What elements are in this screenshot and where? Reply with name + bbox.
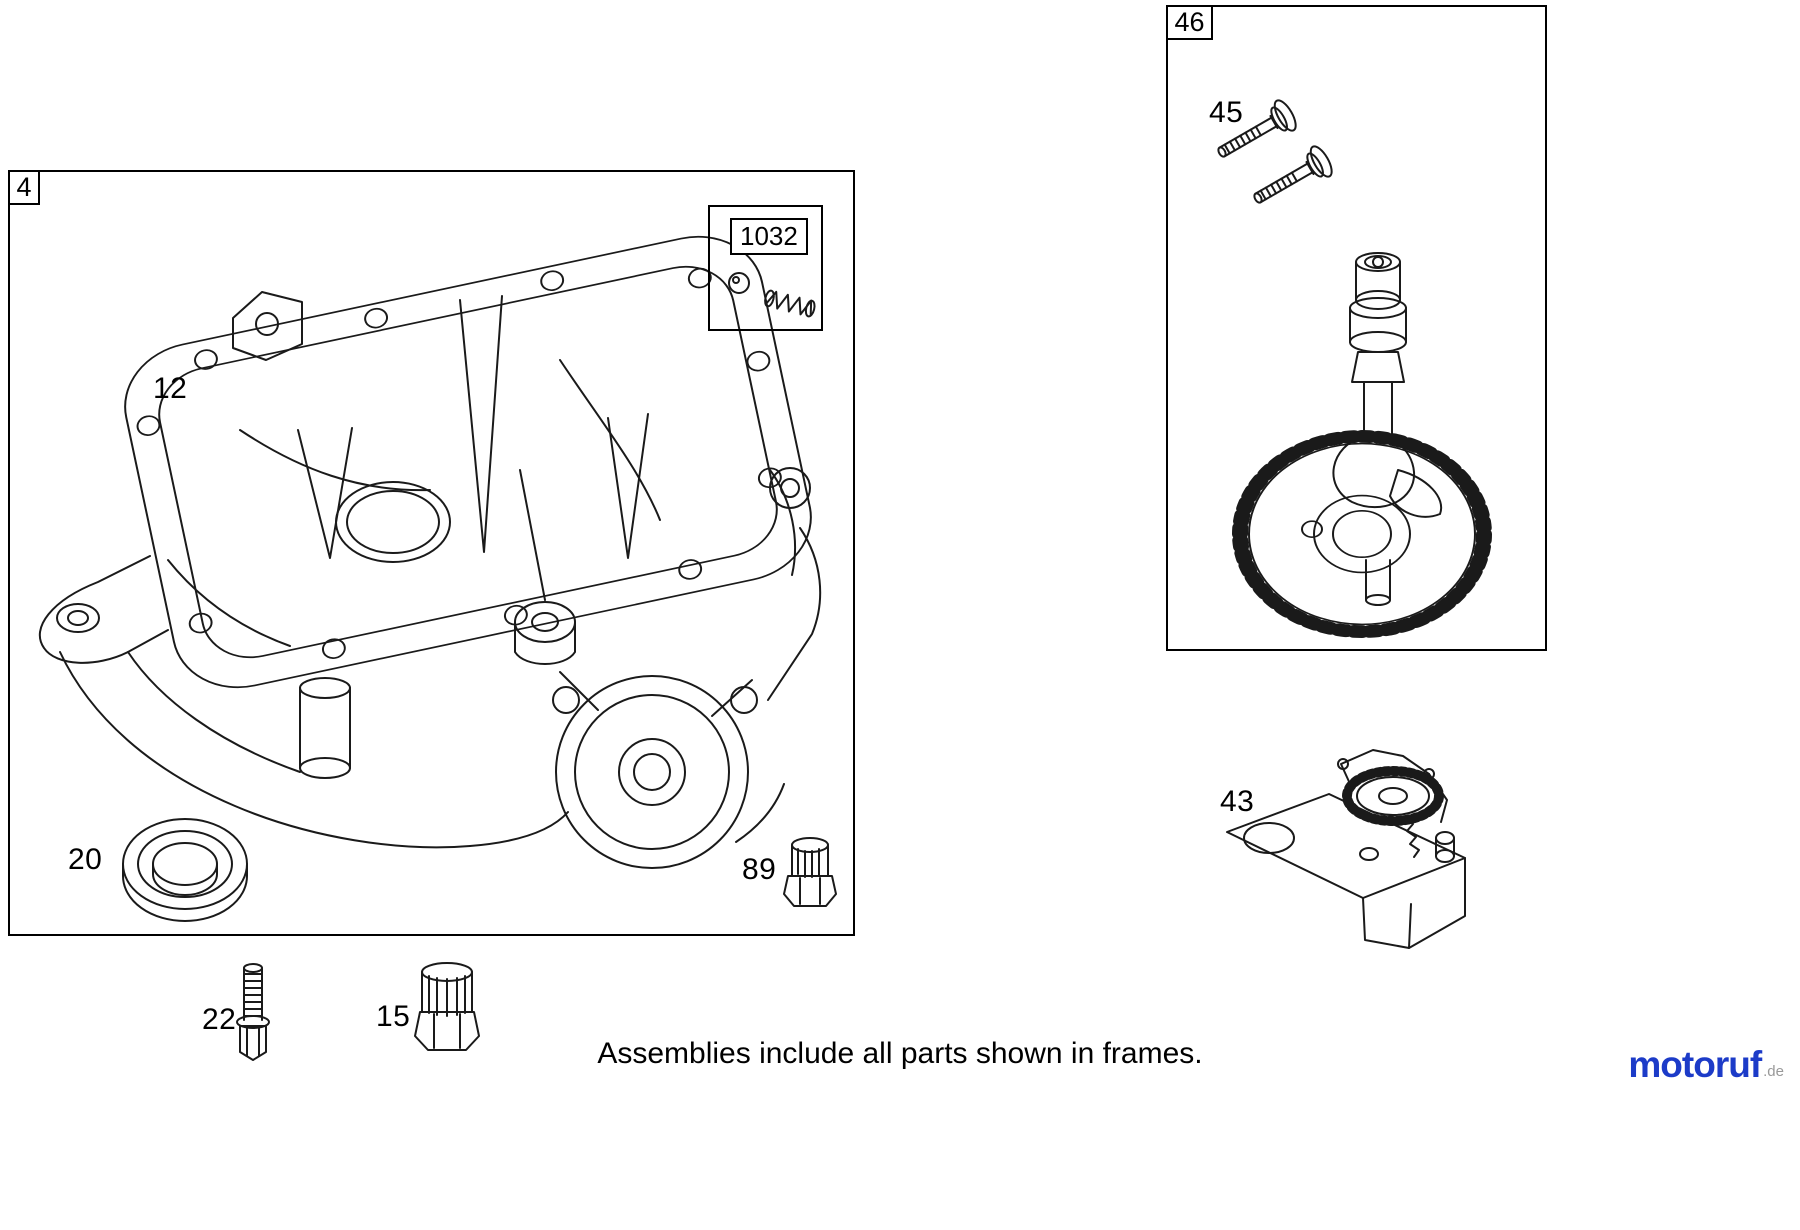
frame-sump-assembly: 4 xyxy=(8,170,855,936)
sump-gasket-drawing xyxy=(124,235,812,689)
screw-22-drawing xyxy=(236,963,270,1061)
kit-1032-box: 1032 xyxy=(708,205,823,331)
part-label-cam-screws: 45 xyxy=(1209,96,1244,129)
plug-15-drawing xyxy=(414,962,480,1051)
part-label-gasket: 12 xyxy=(153,372,188,405)
frame-camshaft-label: 46 xyxy=(1168,7,1213,40)
oil-seal-drawing xyxy=(122,818,248,922)
kit-1032-parts-drawing xyxy=(728,272,816,318)
kit-1032-label: 1032 xyxy=(730,218,808,255)
motoruf-logo[interactable]: motoruf .de xyxy=(1628,1046,1784,1083)
governor-43-drawing xyxy=(1226,749,1466,949)
part-label-governor: 43 xyxy=(1220,785,1255,818)
camshaft-drawing xyxy=(1232,252,1492,639)
part-label-seal: 20 xyxy=(68,843,103,876)
frame-camshaft-assembly: 46 xyxy=(1166,5,1547,651)
part-label-screw: 22 xyxy=(202,1003,237,1036)
motoruf-logo-text[interactable]: motoruf xyxy=(1628,1044,1762,1085)
sump-body-drawing xyxy=(38,291,822,869)
part-label-plug: 15 xyxy=(376,1000,411,1033)
drain-plug-89-drawing xyxy=(783,837,837,907)
assemblies-note: Assemblies include all parts shown in fr… xyxy=(597,1037,1203,1070)
frame-sump-label: 4 xyxy=(10,172,40,205)
part-label-drain-plug: 89 xyxy=(742,853,777,886)
motoruf-logo-suffix: .de xyxy=(1763,1063,1784,1080)
